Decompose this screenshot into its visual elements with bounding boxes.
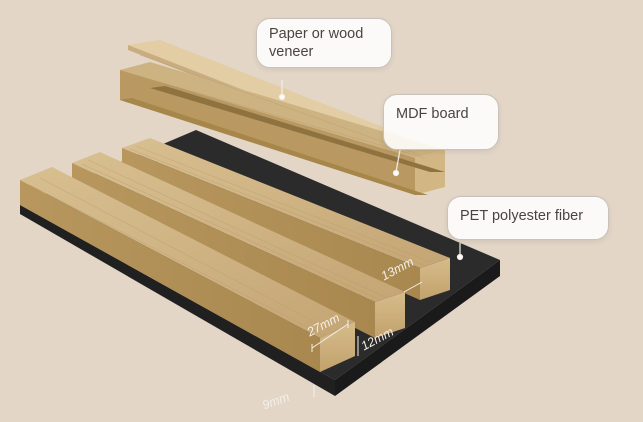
- callout-pointers: [278, 80, 464, 261]
- callout-mdf: MDF board: [383, 94, 499, 150]
- slat-front: [20, 167, 355, 372]
- callout-pet: PET polyester fiber: [447, 196, 609, 240]
- wood-grain: [29, 54, 431, 337]
- slat-back: [122, 138, 450, 300]
- pet-label: PET polyester fiber: [460, 208, 584, 224]
- mdf-label: MDF board: [396, 106, 469, 122]
- veneer-label-line2: veneer: [269, 44, 314, 60]
- dimension-markers: [311, 281, 423, 397]
- callout-veneer: Paper or wood veneer: [256, 18, 392, 68]
- veneer-label-line1: Paper or wood: [269, 26, 364, 42]
- mdf-slat: [120, 62, 445, 195]
